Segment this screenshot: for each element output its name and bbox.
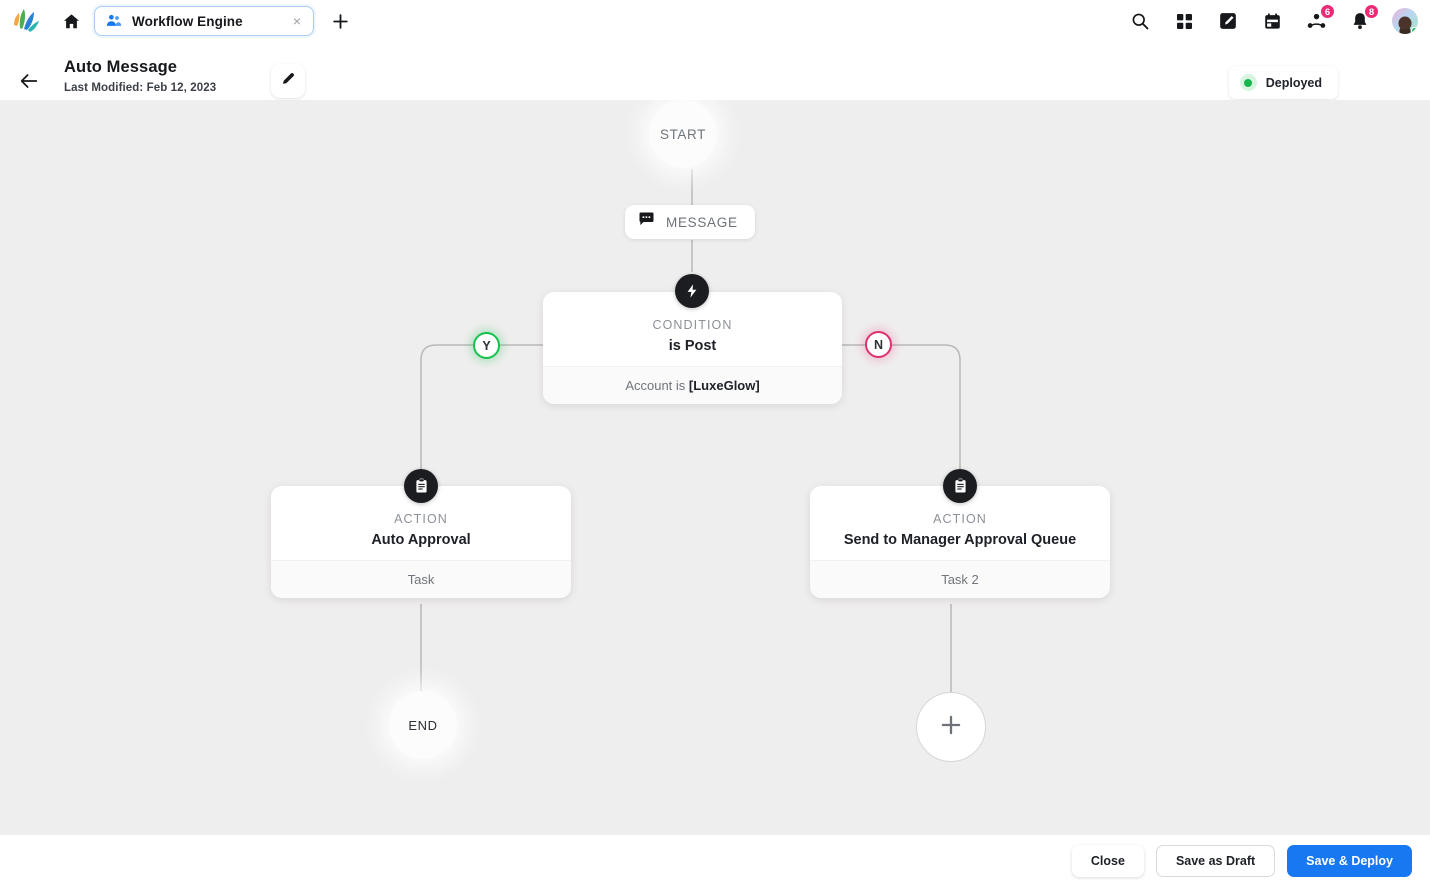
clipboard-icon-right[interactable] [943,469,977,503]
status-dot-icon [1239,74,1257,91]
status-badge-label: Deployed [1265,75,1322,90]
tab-title: Workflow Engine [132,13,243,29]
lightning-bolt-icon[interactable] [675,274,709,308]
action-left-body: ACTION Auto Approval [271,486,571,560]
node-start[interactable]: START [649,100,717,168]
message-pill-label: MESSAGE [666,214,738,230]
action-left-footer: Task [271,560,571,598]
save-as-draft-button[interactable]: Save as Draft [1155,845,1276,877]
chrome-right-group: 6 8 [1128,0,1418,42]
condition-kind-label: CONDITION [652,318,733,332]
connector-wires [420,169,961,692]
people-icon [105,12,123,30]
page-title: Auto Message [64,58,178,76]
calendar-icon[interactable] [1260,9,1284,33]
search-icon[interactable] [1128,9,1152,33]
condition-name-label: is Post [668,338,717,354]
home-button[interactable] [56,6,86,36]
bell-icon[interactable]: 8 [1348,4,1379,33]
back-button[interactable] [16,68,42,94]
start-node-label[interactable]: START [649,100,717,168]
add-node-button[interactable] [916,692,986,762]
node-action-right[interactable]: ACTION Send to Manager Approval Queue Ta… [810,486,1110,598]
people-network-icon[interactable]: 6 [1304,4,1335,33]
browser-chrome: Workflow Engine × [0,0,1430,42]
node-add[interactable] [916,692,986,762]
avatar[interactable] [1392,8,1418,34]
page-header: Auto Message Last Modified: Feb 12, 2023… [0,42,1430,100]
message-pill[interactable]: MESSAGE [625,205,755,239]
title-block: Auto Message Last Modified: Feb 12, 2023 [64,58,216,94]
save-and-deploy-button[interactable]: Save & Deploy [1287,845,1412,877]
avatar-status-dot [1411,27,1418,34]
people-network-badge: 6 [1320,4,1335,19]
node-action-left[interactable]: ACTION Auto Approval Task [271,486,571,598]
compose-icon[interactable] [1216,9,1240,33]
pencil-icon [280,70,297,92]
action-right-body: ACTION Send to Manager Approval Queue [810,486,1110,560]
plus-icon [938,712,964,743]
status-badge[interactable]: Deployed [1228,66,1338,99]
chat-bubble-icon [638,212,655,232]
condition-card-footer: Account is [LuxeGlow] [543,366,842,404]
footer-action-bar: Close Save as Draft Save & Deploy [0,835,1430,887]
new-tab-button[interactable] [326,7,354,35]
last-modified-text: Last Modified: Feb 12, 2023 [64,82,217,94]
edit-workflow-button[interactable] [271,64,305,98]
condition-foot-prefix: Account is [625,378,689,393]
branch-yes-chip[interactable]: Y [473,332,500,359]
close-button[interactable]: Close [1071,845,1144,877]
branch-no-chip[interactable]: N [865,331,892,358]
bell-badge: 8 [1364,4,1379,19]
node-end[interactable]: END [389,691,457,759]
end-node-label[interactable]: END [389,691,457,759]
close-icon[interactable]: × [292,13,302,29]
zoho-logo [8,6,42,36]
node-condition[interactable]: CONDITION is Post Account is [LuxeGlow] [543,292,842,404]
apps-grid-icon[interactable] [1172,9,1196,33]
action-right-footer: Task 2 [810,560,1110,598]
action-right-name-label: Send to Manager Approval Queue [843,532,1077,548]
chrome-left-group: Workflow Engine × [0,6,354,36]
browser-tab-workflow-engine[interactable]: Workflow Engine × [94,6,314,36]
node-message[interactable]: MESSAGE [625,205,755,239]
workflow-canvas[interactable]: START MESSAGE [0,100,1430,835]
condition-card-body: CONDITION is Post [543,292,842,366]
condition-foot-value: [LuxeGlow] [688,378,760,393]
action-left-name-label: Auto Approval [371,532,471,548]
action-left-kind-label: ACTION [394,512,448,526]
action-right-kind-label: ACTION [933,512,987,526]
clipboard-icon-left[interactable] [404,469,438,503]
